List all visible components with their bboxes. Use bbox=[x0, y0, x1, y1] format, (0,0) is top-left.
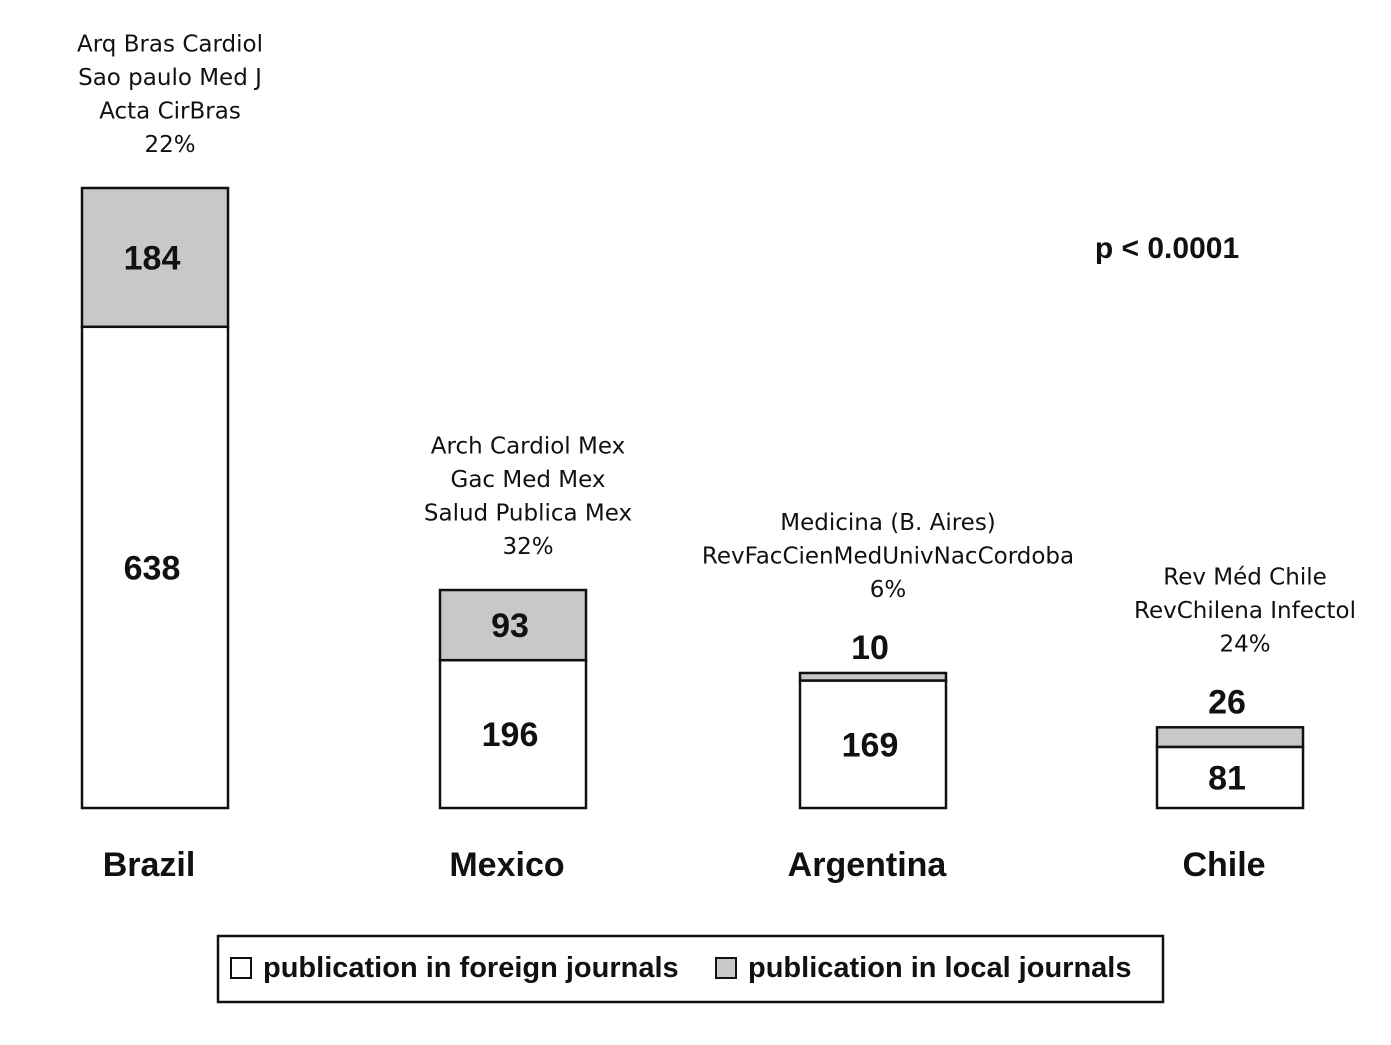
bars-layer bbox=[80, 186, 1305, 810]
bar-local-argentina bbox=[798, 671, 948, 682]
local-journal-name-chile: RevChilena Infectol bbox=[1134, 598, 1356, 624]
data-label-local-mexico: 93 bbox=[491, 607, 529, 645]
data-label-foreign-brazil: 638 bbox=[124, 549, 181, 587]
local-share-percent-brazil: 22% bbox=[144, 132, 195, 158]
legend-swatch-local bbox=[715, 957, 737, 979]
local-journal-name-brazil: Sao paulo Med J bbox=[78, 65, 262, 91]
local-journal-name-argentina: Medicina (B. Aires) bbox=[780, 510, 996, 536]
bar-local-mexico bbox=[438, 588, 588, 662]
legend-frame bbox=[216, 934, 1165, 1004]
bar-local-brazil bbox=[80, 186, 230, 329]
category-label-argentina: Argentina bbox=[788, 846, 948, 884]
legend-label-local: publication in local journals bbox=[748, 952, 1132, 984]
local-journal-name-mexico: Gac Med Mex bbox=[451, 467, 606, 493]
category-label-mexico: Mexico bbox=[449, 846, 564, 884]
bar-foreign-argentina bbox=[798, 679, 948, 810]
data-label-local-chile: 26 bbox=[1208, 683, 1246, 721]
data-label-local-argentina: 10 bbox=[851, 629, 889, 667]
local-journal-name-chile: Rev Méd Chile bbox=[1163, 564, 1327, 590]
legend-label-foreign: publication in foreign journals bbox=[263, 952, 679, 984]
bar-local-chile bbox=[1155, 726, 1305, 749]
local-share-percent-mexico: 32% bbox=[502, 534, 553, 560]
data-label-local-brazil: 184 bbox=[124, 239, 181, 277]
bar-foreign-brazil bbox=[80, 325, 230, 810]
local-share-percent-argentina: 6% bbox=[870, 577, 907, 603]
data-label-foreign-mexico: 196 bbox=[482, 716, 539, 754]
data-label-foreign-argentina: 169 bbox=[842, 726, 899, 764]
legend-swatch-foreign bbox=[230, 957, 252, 979]
local-share-percent-chile: 24% bbox=[1219, 631, 1270, 657]
local-journal-name-brazil: Acta CirBras bbox=[99, 99, 241, 125]
data-label-foreign-chile: 81 bbox=[1208, 759, 1246, 797]
category-label-chile: Chile bbox=[1182, 846, 1265, 884]
local-journal-name-brazil: Arq Bras Cardiol bbox=[77, 32, 263, 58]
bar-foreign-chile bbox=[1155, 745, 1305, 810]
local-journal-name-mexico: Salud Publica Mex bbox=[424, 501, 632, 527]
legend: publication in foreign journals publicat… bbox=[216, 934, 1165, 1004]
local-journal-name-argentina: RevFacCienMedUnivNacCordoba bbox=[702, 543, 1074, 569]
category-label-brazil: Brazil bbox=[103, 846, 196, 884]
significance-annotation: p < 0.0001 bbox=[1095, 232, 1239, 265]
local-journal-name-mexico: Arch Cardiol Mex bbox=[431, 434, 625, 460]
